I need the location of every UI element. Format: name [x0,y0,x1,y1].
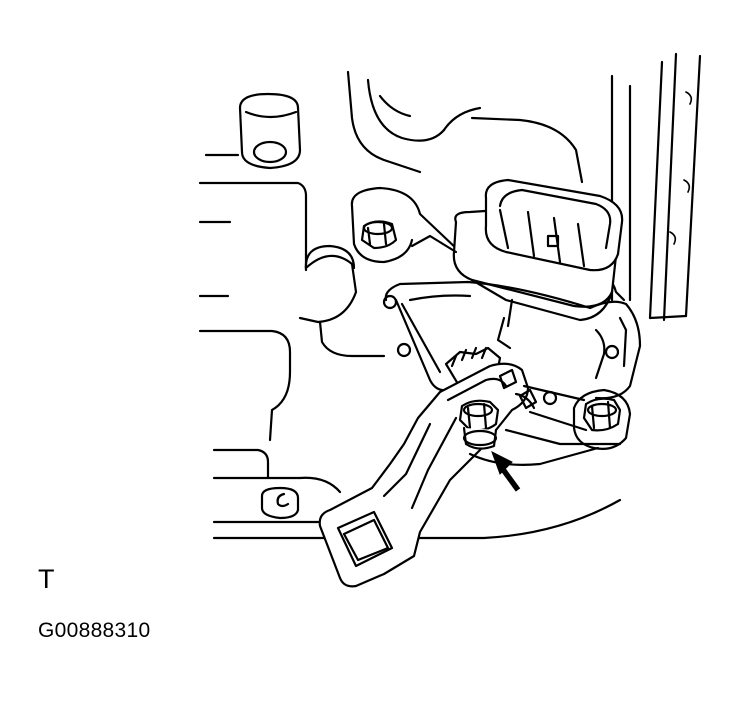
case-boss [240,94,300,168]
drain-plug [262,488,298,518]
right-bolt [574,390,630,449]
indicator-arrow [492,452,518,490]
case-pad [306,246,354,270]
shift-lever [320,364,536,587]
transmission-case-outline [200,54,700,538]
view-code-label: T [38,564,55,594]
upper-bolt [352,188,458,262]
switch-connector [454,180,622,320]
target-bolt [460,401,498,449]
figure-id-label: G00888310 [38,619,151,642]
